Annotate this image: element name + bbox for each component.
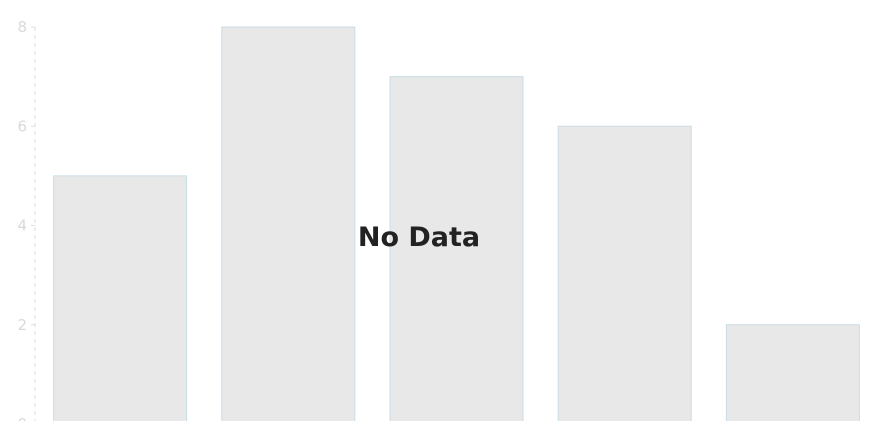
y-tick-label: 0 bbox=[17, 415, 27, 421]
y-tick-label: 6 bbox=[17, 117, 27, 135]
y-axis-ticks: 0 2 4 6 8 bbox=[17, 18, 35, 421]
bar bbox=[221, 26, 356, 421]
no-data-message: No Data bbox=[357, 222, 481, 253]
y-tick-label: 8 bbox=[17, 18, 27, 36]
bar bbox=[725, 324, 860, 421]
bar bbox=[557, 125, 692, 421]
y-tick-label: 2 bbox=[17, 316, 27, 334]
y-tick-label: 4 bbox=[17, 217, 27, 235]
bars-group bbox=[53, 26, 860, 421]
bar bbox=[53, 175, 188, 421]
bar bbox=[389, 76, 524, 421]
